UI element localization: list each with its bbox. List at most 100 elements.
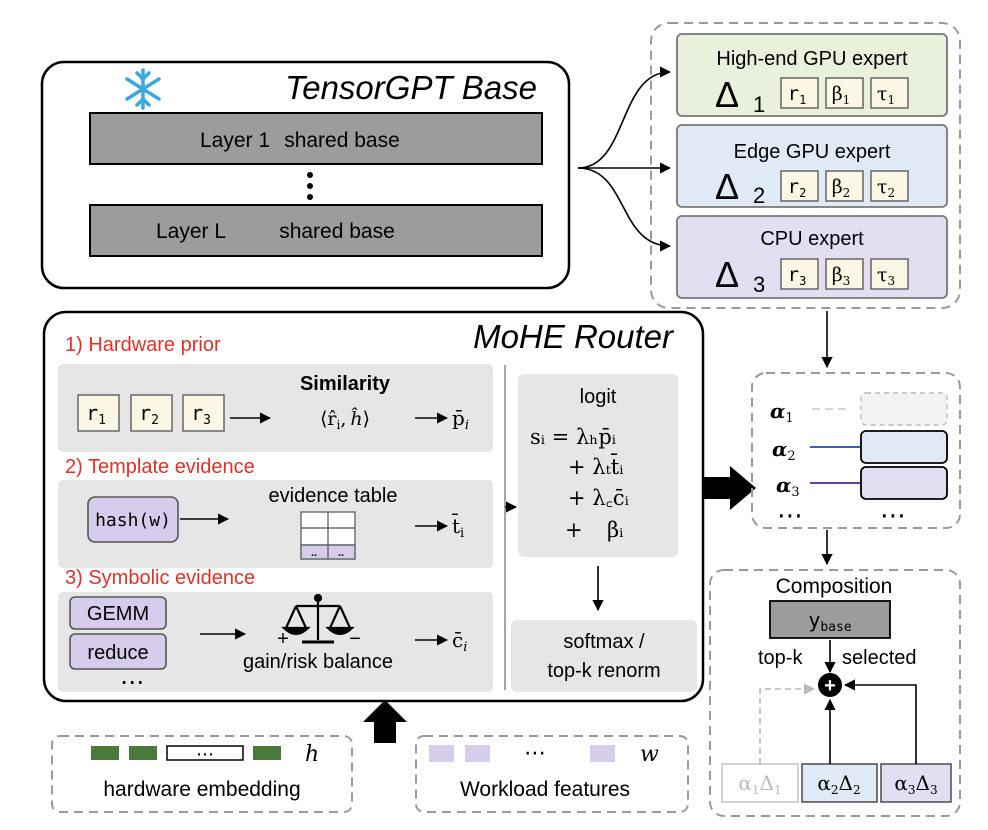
router-title: MoHE Router (473, 318, 675, 355)
layer-1-bar (89, 112, 543, 165)
router-to-alphas-arrow (703, 466, 756, 510)
alphas-ellipsis-left: ⋯ (777, 500, 803, 530)
symbolic-evidence-label: 3) Symbolic evidence (65, 567, 255, 589)
logit-line-3: + λ꜀c̄ᵢ (568, 486, 629, 510)
evidence-table-grid (300, 511, 356, 560)
expert-delta-index: 2 (753, 183, 765, 208)
logit-line-4-beta: βᵢ (607, 518, 623, 542)
composition-title: Composition (776, 575, 893, 598)
svg-text:r3: r3 (191, 401, 211, 428)
expert-delta: Δ (715, 74, 739, 115)
layer-ellipsis (307, 172, 313, 200)
table-cell-ellipsis: .. (338, 547, 344, 559)
layer-l-bar (89, 204, 543, 257)
hw-symbol: h (305, 742, 319, 767)
logit-line-2: + λₜt̄ᵢ (568, 453, 623, 479)
base-title: TensorGPT Base (285, 69, 537, 106)
logit-line-4-plus: + (565, 518, 583, 542)
expert-delta-index: 1 (753, 92, 765, 117)
svg-text:r1: r1 (788, 83, 807, 107)
expert-delta-index: 3 (753, 272, 765, 297)
similarity-formula: ⟨r̂i,ĥ⟩ (320, 407, 370, 432)
expert-name: CPU expert (760, 228, 864, 250)
op-reduce-label: reduce (87, 642, 148, 664)
hash-label: hash(w) (95, 510, 171, 531)
prior-output: p̄i (452, 406, 469, 433)
svg-text:r2: r2 (139, 401, 159, 428)
sum-node (818, 673, 842, 697)
snowflake-icon (125, 68, 161, 110)
hardware-embedding-input: ⋯ h hardware embedding (51, 735, 353, 813)
gain-sign: + (277, 628, 289, 650)
balance-label: gain/risk balance (243, 651, 393, 673)
alpha-3-bar (860, 466, 948, 500)
base-to-experts-arrows (577, 66, 672, 252)
expert-cpu: CPU expert Δ 3 r3 β3 τ3 (676, 215, 948, 299)
svg-text:α3Δ3: α3Δ3 (894, 771, 937, 797)
table-cell-ellipsis: .. (311, 547, 317, 559)
ybase-box (769, 600, 891, 639)
expert-edge-gpu: Edge GPU expert Δ 2 r2 β2 τ2 (676, 124, 948, 208)
svg-text:β1: β1 (832, 83, 851, 107)
workload-features-input: ⋯ w Workload features (415, 735, 689, 813)
evidence-table-label: evidence table (269, 485, 398, 507)
composition-group: Composition ybase top-k selected + α1Δ1 … (709, 569, 961, 817)
alphas-group: α1 α2 α3 ⋯ ⋯ (751, 372, 961, 530)
softmax-line-2: top-k renorm (547, 660, 660, 682)
svg-text:τ2: τ2 (877, 176, 895, 200)
term-alpha1-delta1 (721, 763, 799, 803)
svg-text:τ3: τ3 (877, 264, 895, 288)
ybase-label: ybase (808, 608, 852, 635)
similarity-label: Similarity (300, 373, 391, 395)
svg-text:α1Δ1: α1Δ1 (738, 771, 781, 797)
layer-l-label: Layer L (156, 220, 226, 243)
alphas-ellipsis-right: ⋯ (880, 500, 906, 530)
expert-delta: Δ (715, 166, 739, 207)
workload-label: Workload features (460, 778, 630, 801)
expert-high-end-gpu: High-end GPU expert Δ 1 r1 β1 τ1 (676, 33, 948, 117)
svg-text:r3: r3 (788, 264, 807, 288)
alpha-2-label: α2 (772, 437, 796, 464)
softmax-panel (511, 620, 697, 692)
layer-l-tag: shared base (279, 220, 395, 243)
op-gemm-label: GEMM (87, 603, 149, 625)
svg-text:α2Δ2: α2Δ2 (817, 771, 860, 797)
workload-symbol: w (640, 742, 659, 767)
hw-embedding-ellipsis: ⋯ (196, 744, 214, 764)
term-alpha2-delta2 (801, 763, 878, 803)
template-output: t̄i (452, 513, 464, 541)
logit-line-1: sᵢ = λₕp̄ᵢ (530, 425, 616, 449)
ops-ellipsis: ⋯ (120, 669, 144, 696)
op-reduce (69, 633, 167, 670)
svg-text:β3: β3 (832, 264, 851, 288)
softmax-line-1: softmax / (563, 631, 645, 653)
router-box: MoHE Router 1) Hardware prior r1 r2 r3 S… (42, 310, 705, 703)
workload-ellipsis: ⋯ (524, 740, 546, 765)
inputs-to-router-arrow (363, 700, 407, 743)
base-model-box: TensorGPT Base Layer 1 shared base Layer… (40, 60, 571, 290)
logit-panel (518, 374, 678, 557)
sum-symbol: + (824, 675, 836, 697)
selected-label: selected (842, 647, 917, 669)
hash-box (87, 496, 179, 543)
risk-sign: − (349, 628, 361, 650)
expert-name: Edge GPU expert (734, 141, 891, 163)
logit-title: logit (580, 386, 617, 408)
hw-embedding-label: hardware embedding (103, 778, 300, 801)
svg-text:r2: r2 (788, 176, 807, 200)
op-gemm (69, 596, 167, 630)
alpha-1-bar (860, 392, 948, 426)
svg-text:r1: r1 (86, 401, 106, 428)
expert-delta: Δ (715, 254, 739, 295)
hardware-prior-panel (58, 364, 493, 452)
template-evidence-label: 2) Template evidence (65, 456, 255, 478)
svg-text:β2: β2 (832, 176, 851, 200)
alpha-3-label: α3 (776, 473, 800, 500)
alpha-1-label: α1 (770, 399, 794, 426)
hardware-prior-tokens: r1 r2 r3 (77, 394, 225, 432)
expert-name: High-end GPU expert (716, 48, 908, 70)
hardware-prior-label: 1) Hardware prior (65, 334, 221, 356)
svg-text:τ1: τ1 (877, 83, 895, 107)
layer-1-tag: shared base (284, 129, 400, 152)
